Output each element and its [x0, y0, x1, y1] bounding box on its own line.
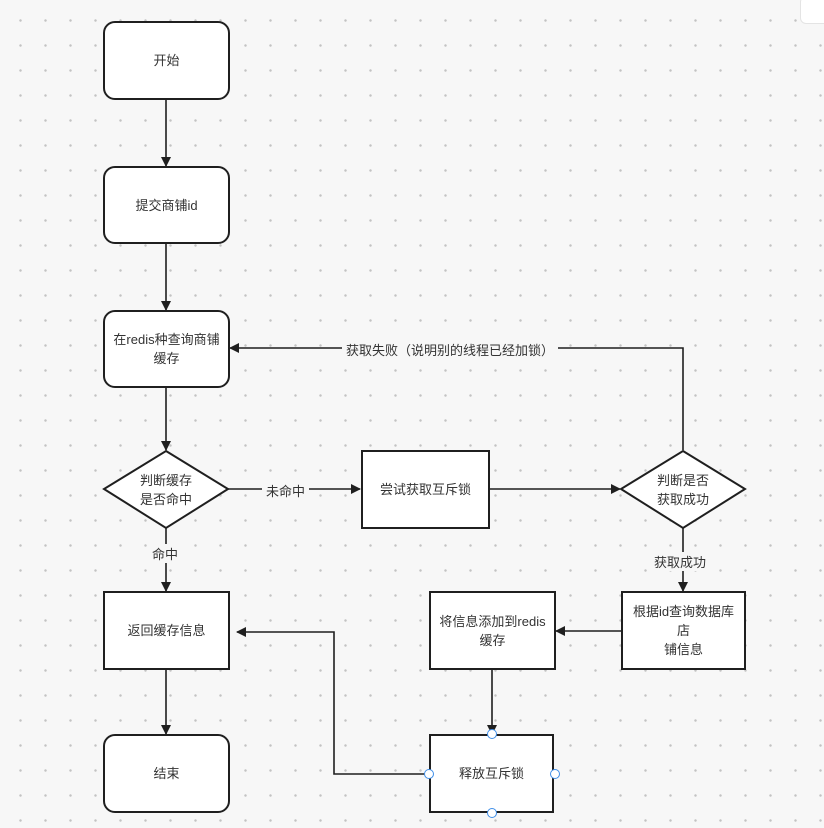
corner-panel	[800, 0, 824, 24]
submit-shop-id-node[interactable]: 提交商铺id	[103, 166, 230, 244]
release-lock-label: 释放互斥锁	[458, 766, 524, 781]
connector-release-return	[236, 627, 429, 775]
decision-lock-acquired-shape	[619, 449, 747, 530]
query-database-node[interactable]: 根据id查询数据库店 铺信息	[621, 591, 746, 670]
connection-handle-right[interactable]	[550, 769, 560, 779]
release-lock-node[interactable]: 释放互斥锁	[429, 734, 554, 813]
submit-shop-id-label: 提交商铺id	[135, 197, 198, 213]
return-cache-info-node[interactable]: 返回缓存信息	[103, 591, 230, 670]
edge-label-miss: 未命中	[262, 481, 310, 500]
add-to-redis-label: 将信息添加到redis 缓存	[439, 613, 546, 648]
decision-cache-hit-label: 判断缓存 是否命中	[139, 472, 192, 507]
query-redis-node[interactable]: 在redis种查询商铺 缓存	[103, 310, 230, 388]
connection-handle-top[interactable]	[487, 729, 497, 739]
connection-handle-left[interactable]	[424, 769, 434, 779]
decision-lock-acquired[interactable]: 判断是否 获取成功	[621, 451, 745, 528]
connection-handle-bottom[interactable]	[487, 808, 497, 818]
edge-label-lock-failed: 获取失败（说明别的线程已经加锁）	[342, 340, 559, 359]
edge-label-lock-succeeded: 获取成功	[650, 552, 711, 571]
start-node[interactable]: 开始	[103, 21, 230, 100]
edge-label-hit: 命中	[148, 544, 183, 563]
query-database-label: 根据id查询数据库店 铺信息	[632, 604, 735, 657]
end-node-label: 结束	[153, 766, 180, 781]
decision-cache-hit-shape	[102, 449, 230, 530]
add-to-redis-node[interactable]: 将信息添加到redis 缓存	[429, 591, 556, 670]
decision-lock-acquired-label: 判断是否 获取成功	[656, 472, 709, 507]
try-lock-label: 尝试获取互斥锁	[379, 482, 471, 497]
query-redis-label: 在redis种查询商铺 缓存	[113, 332, 220, 366]
try-lock-node[interactable]: 尝试获取互斥锁	[361, 450, 490, 529]
start-node-label: 开始	[153, 53, 180, 68]
return-cache-info-label: 返回缓存信息	[127, 623, 206, 638]
end-node[interactable]: 结束	[103, 734, 230, 813]
decision-cache-hit[interactable]: 判断缓存 是否命中	[104, 451, 228, 528]
connector-checklock-query	[229, 343, 684, 450]
